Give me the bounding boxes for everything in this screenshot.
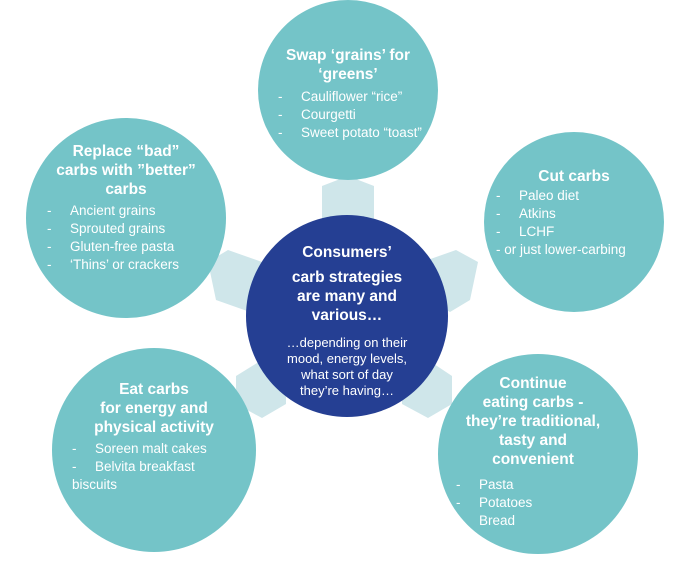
list-item: -Pasta	[456, 477, 514, 492]
list-item: -Soreen malt cakes	[72, 441, 207, 456]
item-label: Paleo diet	[519, 188, 580, 203]
strategy-cut-circle: Cut carbs -Paleo diet -Atkins -LCHF - or…	[484, 132, 664, 312]
item-label: Pasta	[479, 477, 514, 492]
item-label: Belvita breakfast	[95, 459, 195, 474]
list-item: -Cauliflower “rice”	[278, 89, 403, 104]
strategy-continue-circle: Continue eating carbs - they’re traditio…	[438, 354, 638, 554]
title-line: eating carbs -	[482, 394, 584, 411]
title-line: carbs	[105, 181, 147, 198]
list-item: -Sprouted grains	[47, 221, 166, 236]
list-item: -Bread	[456, 513, 516, 528]
hub-subtitle-line: …depending on their	[286, 335, 408, 350]
hub-title-line: Consumers’	[302, 244, 392, 261]
title-line: Cut carbs	[538, 168, 610, 185]
item-label: LCHF	[519, 224, 555, 239]
strategy-continue-title: Continue eating carbs - they’re traditio…	[428, 374, 638, 469]
title-line: carbs with ”better”	[56, 162, 196, 179]
list-item: -Potatoes	[456, 495, 533, 510]
list-item: -Gluten-free pasta	[47, 239, 175, 254]
item-label: Courgetti	[301, 107, 356, 122]
item-label: Gluten-free pasta	[70, 239, 175, 254]
strategy-cut-title: Cut carbs	[484, 167, 664, 186]
hub-title-line: carb strategies	[291, 269, 403, 286]
title-line: convenient	[492, 451, 574, 468]
title-line: Eat carbs	[119, 381, 189, 398]
item-label: ‘Thins’ or crackers	[70, 257, 180, 272]
hub-subtitle: …depending on their mood, energy levels,…	[266, 335, 428, 399]
title-line: they’re traditional,	[465, 413, 601, 430]
hub-subtitle-line: what sort of day	[301, 367, 393, 382]
title-line: physical activity	[94, 419, 214, 436]
list-item: -Atkins	[496, 206, 556, 221]
item-label: Cauliflower “rice”	[301, 89, 403, 104]
item-label: - or just lower-carbing	[496, 242, 626, 257]
list-item: -‘Thins’ or crackers	[47, 257, 180, 272]
list-item: -Belvita breakfast	[72, 459, 195, 474]
strategy-replace-list: -Ancient grains -Sprouted grains -Gluten…	[47, 202, 179, 274]
hub-subtitle-line: mood, energy levels,	[287, 351, 407, 366]
item-label: Atkins	[519, 206, 556, 221]
hub-subtitle-line: they’re having…	[300, 383, 394, 398]
list-item: -Sweet potato “toast”	[278, 125, 422, 140]
strategy-swap-title: Swap ‘grains’ for ‘greens’	[258, 46, 438, 84]
list-item: -Courgetti	[278, 107, 356, 122]
title-line: tasty and	[498, 432, 568, 449]
title-line: Replace “bad”	[72, 143, 180, 160]
strategy-swap-list: -Cauliflower “rice” -Courgetti -Sweet po…	[278, 88, 422, 142]
item-label: Bread	[479, 513, 516, 528]
title-line: Swap ‘grains’ for	[285, 47, 411, 64]
list-item: -LCHF	[496, 224, 555, 239]
title-line: ‘greens’	[318, 66, 378, 83]
item-label: Sprouted grains	[70, 221, 166, 236]
title-line: for energy and	[100, 400, 208, 417]
hub-title-line: various…	[311, 307, 383, 324]
strategy-continue-list: -Pasta -Potatoes -Bread	[456, 476, 532, 530]
item-label: Sweet potato “toast”	[301, 125, 422, 140]
central-hub-circle: Consumers’ carb strategies are many and …	[246, 215, 448, 417]
item-label: Potatoes	[479, 495, 533, 510]
item-label: Ancient grains	[70, 203, 156, 218]
hub-title-line: are many and	[297, 288, 397, 305]
strategy-replace-title: Replace “bad” carbs with ”better” carbs	[26, 142, 226, 199]
list-item: biscuits	[72, 476, 207, 494]
item-label: biscuits	[72, 477, 118, 492]
item-label: Soreen malt cakes	[95, 441, 207, 456]
strategy-energy-circle: Eat carbs for energy and physical activi…	[52, 348, 256, 552]
title-line: Continue	[499, 375, 567, 392]
strategy-swap-circle: Swap ‘grains’ for ‘greens’ -Cauliflower …	[258, 0, 438, 180]
list-item: -Paleo diet	[496, 188, 580, 203]
strategy-energy-title: Eat carbs for energy and physical activi…	[52, 380, 256, 437]
hub-title: Consumers’ carb strategies are many and …	[246, 243, 448, 325]
strategy-energy-list: -Soreen malt cakes -Belvita breakfast bi…	[72, 440, 207, 494]
list-item: - or just lower-carbing	[496, 241, 626, 259]
list-item: -Ancient grains	[47, 203, 156, 218]
strategy-cut-list: -Paleo diet -Atkins -LCHF - or just lowe…	[496, 187, 626, 259]
strategy-replace-circle: Replace “bad” carbs with ”better” carbs …	[26, 118, 226, 318]
